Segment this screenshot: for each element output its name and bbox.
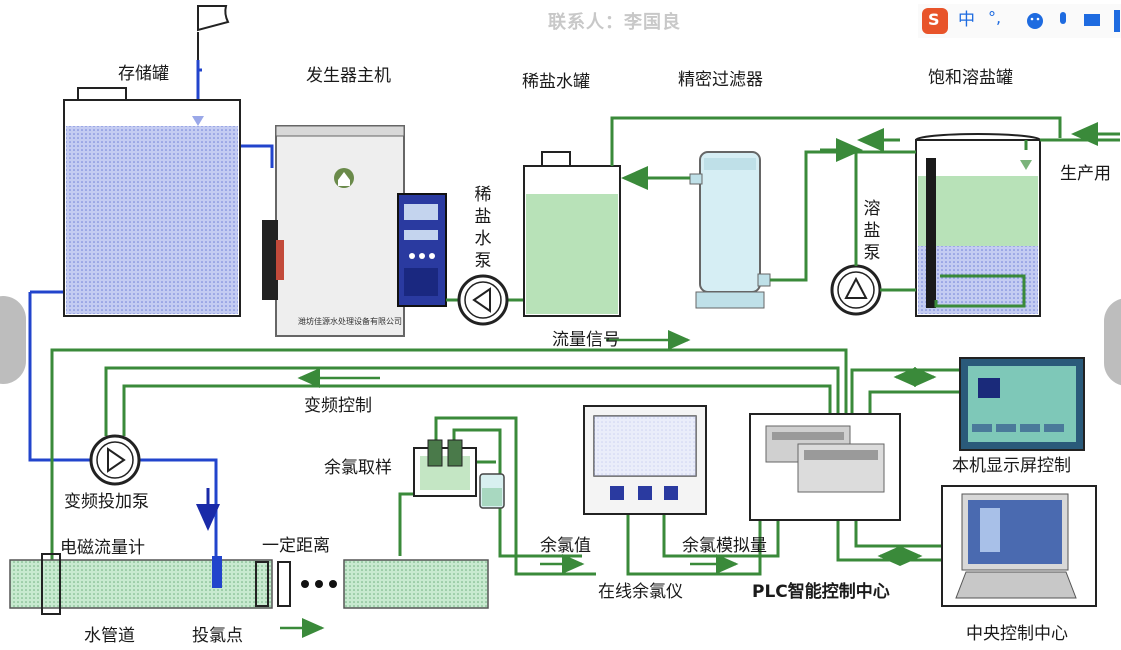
salt-pump-label: 溶盐泵 [863, 199, 881, 263]
precision-filter [689, 151, 771, 309]
certain-distance-label: 一定距离 [262, 536, 330, 556]
contact-watermark: 联系人：李国良 [548, 12, 681, 33]
chlorine-sampling-label: 余氯取样 [324, 458, 392, 478]
flag-icon [197, 5, 230, 60]
vfd-dosing-pump [89, 434, 220, 531]
saturated-salt-tank-label: 饱和溶盐罐 [928, 68, 1013, 88]
chlorine-analog-label: 余氯模拟量 [682, 536, 767, 556]
signal-lines [50, 348, 960, 576]
water-pipe [9, 553, 489, 615]
em-flowmeter-label: 电磁流量计 [60, 538, 145, 558]
flow-signal-label: 流量信号 [552, 330, 620, 350]
dilute-brine-tank-label: 稀盐水罐 [522, 72, 590, 92]
online-analyzer-label: 在线余氯仪 [598, 582, 683, 602]
dosing-point-label: 投氯点 [192, 626, 243, 646]
precision-filter-label: 精密过滤器 [678, 70, 763, 90]
central-control-label: 中央控制中心 [966, 624, 1068, 644]
saturated-salt-tank [915, 133, 1041, 317]
storage-tank [63, 87, 241, 317]
dilute-brine-pump-label: 稀盐水泵 [474, 185, 492, 271]
ime-emoji-icon[interactable] [1026, 12, 1044, 30]
storage-tank-label: 存储罐 [118, 64, 169, 84]
chlorine-sampler [413, 439, 505, 509]
vfd-dosing-pump-label: 变频投加泵 [64, 492, 149, 512]
ime-language-toggle[interactable]: 中 [958, 10, 975, 30]
local-display-screen [959, 357, 1085, 451]
salt-pump [830, 264, 882, 316]
signal-arrows [280, 330, 937, 638]
generator-host-label: 发生器主机 [306, 66, 391, 86]
central-computer [941, 485, 1097, 607]
chlorine-value-label: 余氯值 [540, 536, 591, 556]
green-pipes [610, 116, 1120, 308]
generator-nameplate: 潍坊佳源水处理设备有限公司 [298, 317, 402, 326]
vfd-control-label: 变频控制 [304, 396, 372, 416]
prev-slide-button[interactable] [0, 296, 26, 384]
ime-toolbar[interactable]: S 中 °, [918, 4, 1121, 38]
ime-toolbar-graphic [918, 4, 1121, 38]
online-analyzer [583, 405, 707, 515]
production-water-label: 生产用 [1060, 164, 1111, 184]
ime-keyboard-icon[interactable] [1082, 12, 1102, 28]
ime-logo: S [928, 10, 940, 29]
water-pipe-label: 水管道 [84, 626, 135, 646]
next-slide-button[interactable] [1104, 298, 1121, 386]
ime-voice-icon[interactable] [1056, 10, 1070, 32]
generator-host [262, 125, 447, 337]
dilute-brine-pump [446, 274, 524, 326]
plc-unit [749, 413, 901, 521]
dilute-brine-tank [523, 151, 621, 317]
plc-center-label: PLC智能控制中心 [752, 582, 890, 602]
local-display-label: 本机显示屏控制 [952, 456, 1071, 476]
ime-punct-toggle[interactable]: °, [988, 8, 1002, 27]
